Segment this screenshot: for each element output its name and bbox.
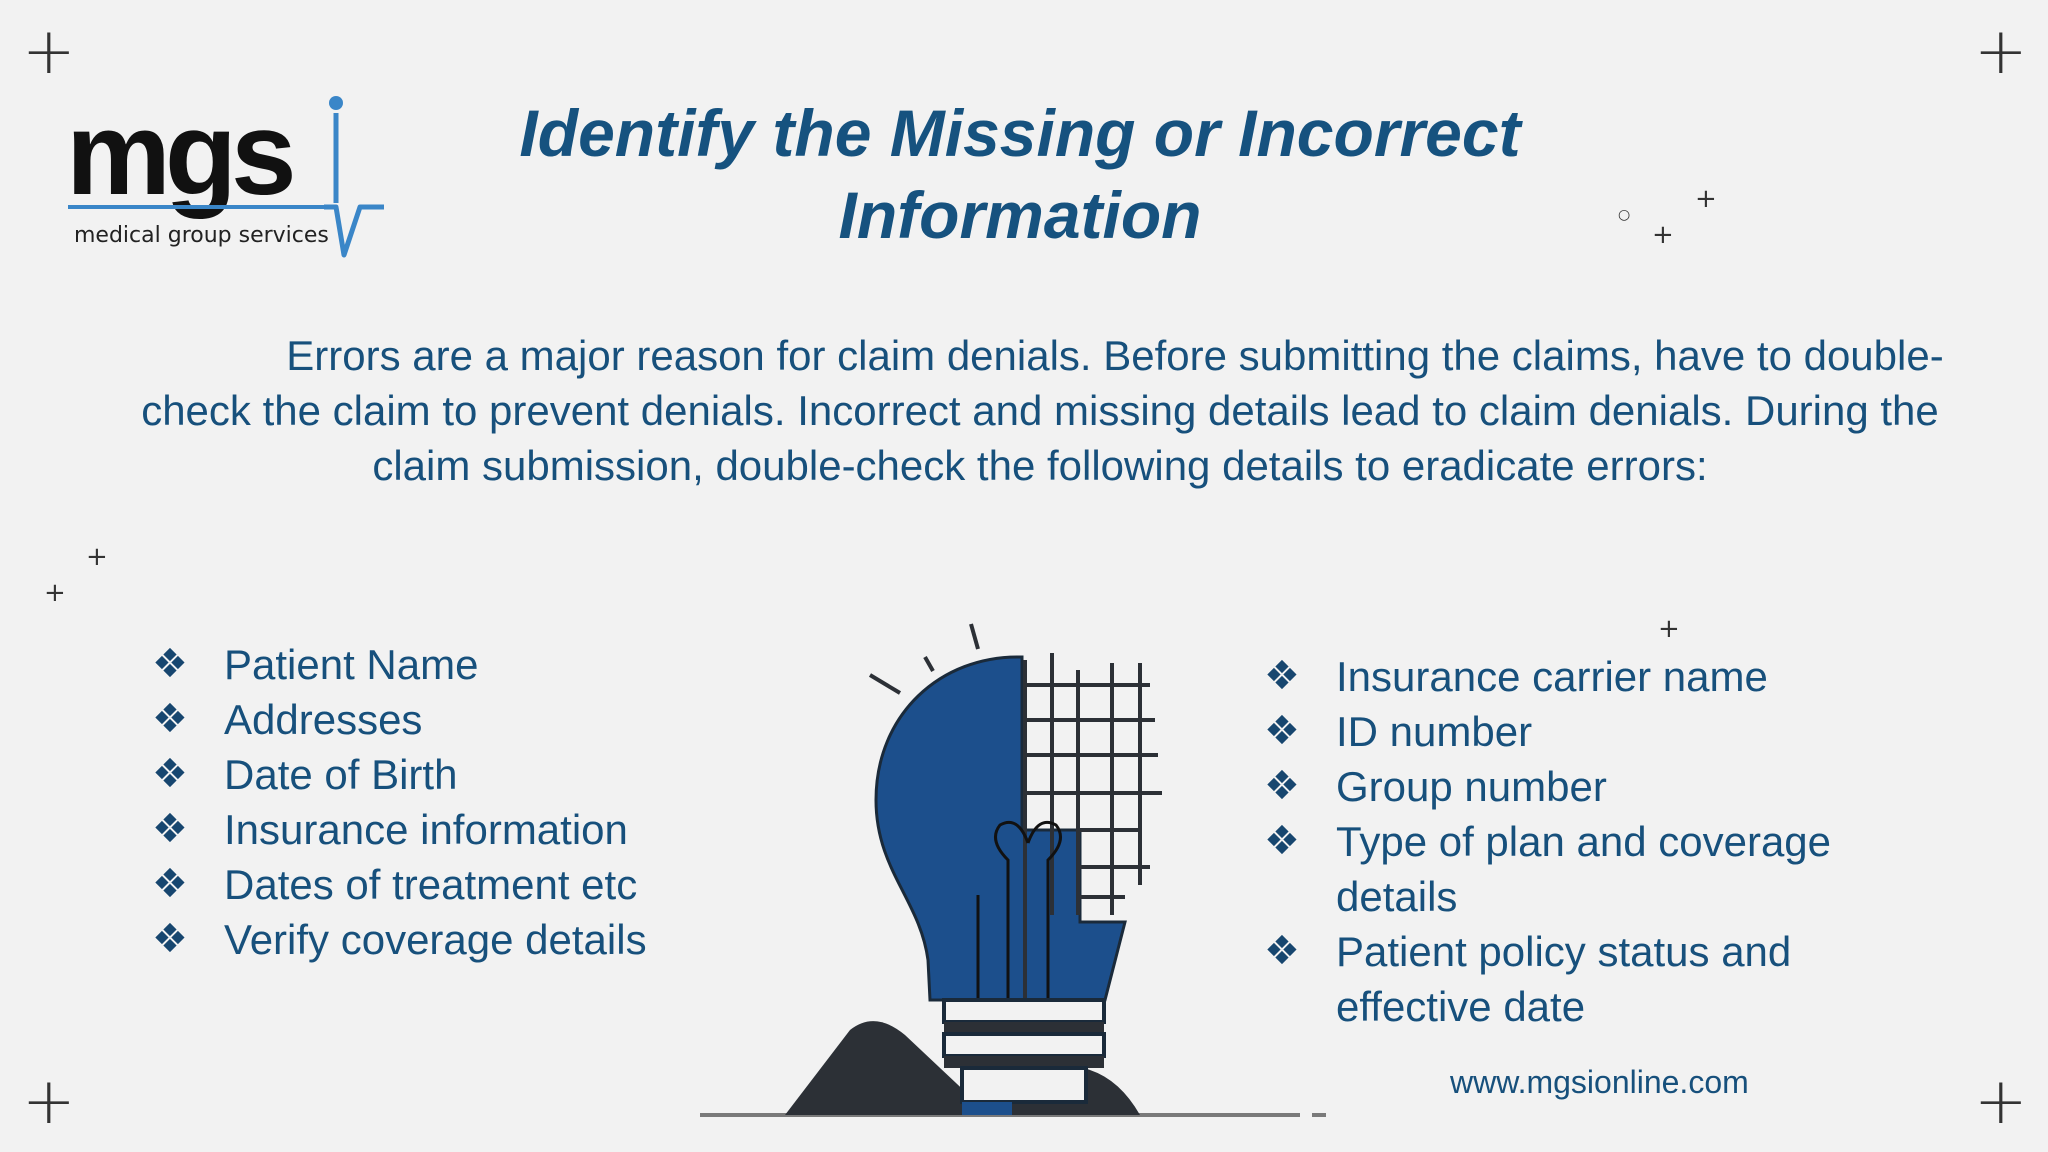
list-item-label: Patient policy status and effective date — [1336, 928, 1792, 1030]
list-item-label: Date of Birth — [224, 751, 458, 798]
four-diamond-bullet-icon: ❖ — [1264, 928, 1300, 974]
corner-plus-icon: + — [22, 15, 76, 89]
right-details-list: ❖ Insurance carrier name ❖ ID number ❖ Grou… — [1264, 649, 1944, 1034]
corner-plus-icon: + — [1974, 15, 2028, 89]
sparkle-plus-icon: + — [86, 542, 108, 572]
four-diamond-bullet-icon: ❖ — [152, 861, 188, 907]
four-diamond-bullet-icon: ❖ — [152, 641, 188, 687]
sparkle-plus-icon: + — [1652, 220, 1674, 250]
page-title: Identify the Missing or Incorrect Inform… — [519, 96, 1521, 252]
list-item-label: Insurance information — [224, 806, 628, 853]
list-item: ❖ Patient Name — [152, 637, 772, 692]
list-item-label: Addresses — [224, 696, 423, 743]
logo-tagline: medical group services — [74, 223, 329, 248]
four-diamond-bullet-icon: ❖ — [1264, 708, 1300, 754]
sparkle-dot-icon: ○ — [1618, 207, 1631, 223]
list-item: ❖ Group number — [1264, 759, 1944, 814]
list-item-label: Patient Name — [224, 641, 479, 688]
sparkle-plus-icon: + — [1658, 614, 1680, 644]
list-item-label: ID number — [1336, 708, 1533, 755]
four-diamond-bullet-icon: ❖ — [152, 751, 188, 797]
list-item: ❖ Insurance carrier name — [1264, 649, 1944, 704]
list-item: ❖ ID number — [1264, 704, 1944, 759]
list-item: ❖ Insurance information — [152, 802, 772, 857]
corner-plus-icon: + — [22, 1065, 76, 1139]
mgs-logo: mgs medical group services — [66, 95, 396, 265]
list-item-label: Dates of treatment etc — [224, 861, 638, 908]
list-item: ❖ Type of plan and coverage details — [1264, 814, 1944, 924]
four-diamond-bullet-icon: ❖ — [1264, 818, 1300, 864]
list-item: ❖ Date of Birth — [152, 747, 772, 802]
list-item: ❖ Patient policy status and effective dat… — [1264, 924, 1944, 1034]
website-url: www.mgsionline.com — [1450, 1064, 1749, 1100]
list-item-label: Type of plan and coverage details — [1336, 818, 1832, 920]
four-diamond-bullet-icon: ❖ — [152, 806, 188, 852]
four-diamond-bullet-icon: ❖ — [1264, 653, 1300, 699]
logo-wordmark: mgs — [66, 88, 297, 220]
four-diamond-bullet-icon: ❖ — [152, 916, 188, 962]
intro-paragraph: Errors are a major reason for claim deni… — [141, 332, 1944, 489]
four-diamond-bullet-icon: ❖ — [1264, 763, 1300, 809]
sparkle-plus-icon: + — [44, 578, 66, 608]
list-item-label: Verify coverage details — [224, 916, 647, 963]
corner-plus-icon: + — [1974, 1065, 2028, 1139]
lightbulb-head-illustration — [700, 623, 1330, 1117]
list-item: ❖ Dates of treatment etc — [152, 857, 772, 912]
left-details-list: ❖Patient Name ❖Addresses ❖Date of Birth … — [152, 637, 772, 967]
list-item: ❖ Addresses — [152, 692, 772, 747]
list-item-label: Insurance carrier name — [1336, 653, 1768, 700]
heartbeat-line-icon — [68, 96, 384, 258]
list-item-label: Group number — [1336, 763, 1607, 810]
sparkle-plus-icon: + — [1695, 184, 1717, 214]
four-diamond-bullet-icon: ❖ — [152, 696, 188, 742]
list-item: ❖ Verify coverage details — [152, 912, 772, 967]
